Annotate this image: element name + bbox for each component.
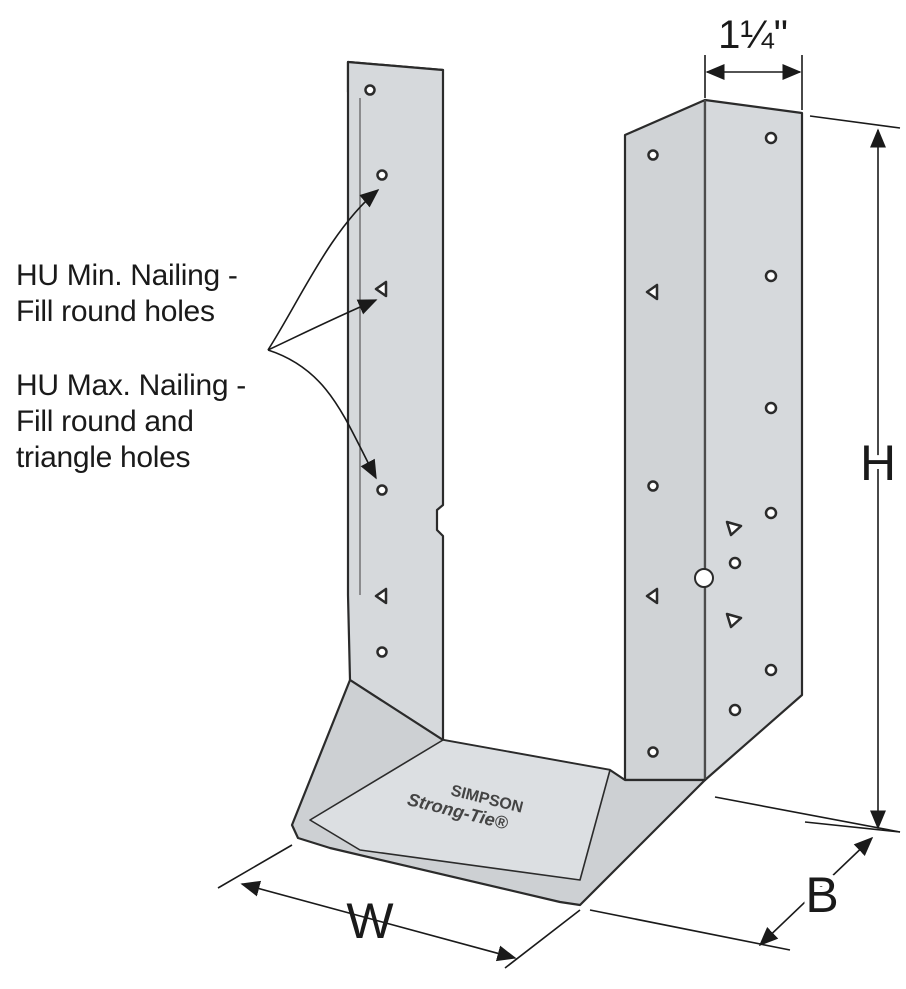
max-nailing-callout: HU Max. Nailing - Fill round and triangl… (16, 368, 246, 476)
left-side-plate (346, 60, 445, 742)
max-nailing-line-2: Fill round and (16, 405, 194, 438)
right-flange (703, 98, 804, 782)
dim-height (804, 115, 901, 833)
max-nailing-line-3: triangle holes (16, 441, 191, 474)
leader-to-lower-hole (267, 349, 377, 480)
leader-to-triangle-hole (267, 299, 378, 351)
triangle-holes (374, 280, 743, 629)
dim-height-label-ink: H (860, 435, 896, 491)
max-nailing-line-1: HU Max. Nailing - (16, 369, 246, 402)
dim-height-label: H (860, 435, 896, 491)
min-nailing-callout: HU Min. Nailing - Fill round holes (16, 258, 238, 330)
dim-depth-label: B (805, 867, 838, 923)
round-holes (364, 84, 778, 758)
seat-surface (309, 739, 611, 881)
callout-leaders (267, 188, 380, 480)
dim-depth-label-bg: B (805, 867, 838, 923)
min-nailing-line-1: HU Min. Nailing - (16, 259, 238, 292)
joist-hanger (290, 60, 804, 907)
right-side-plate (623, 98, 707, 782)
leader-to-top-hole (267, 188, 380, 351)
dim-width (217, 844, 581, 969)
dim-flange-width-label: 1¼" (718, 13, 788, 57)
tab-hole (694, 568, 714, 588)
min-nailing-line-2: Fill round holes (16, 295, 215, 328)
dim-depth (589, 796, 901, 951)
dim-width-label: W (346, 893, 394, 949)
dim-flange-width (704, 55, 803, 110)
